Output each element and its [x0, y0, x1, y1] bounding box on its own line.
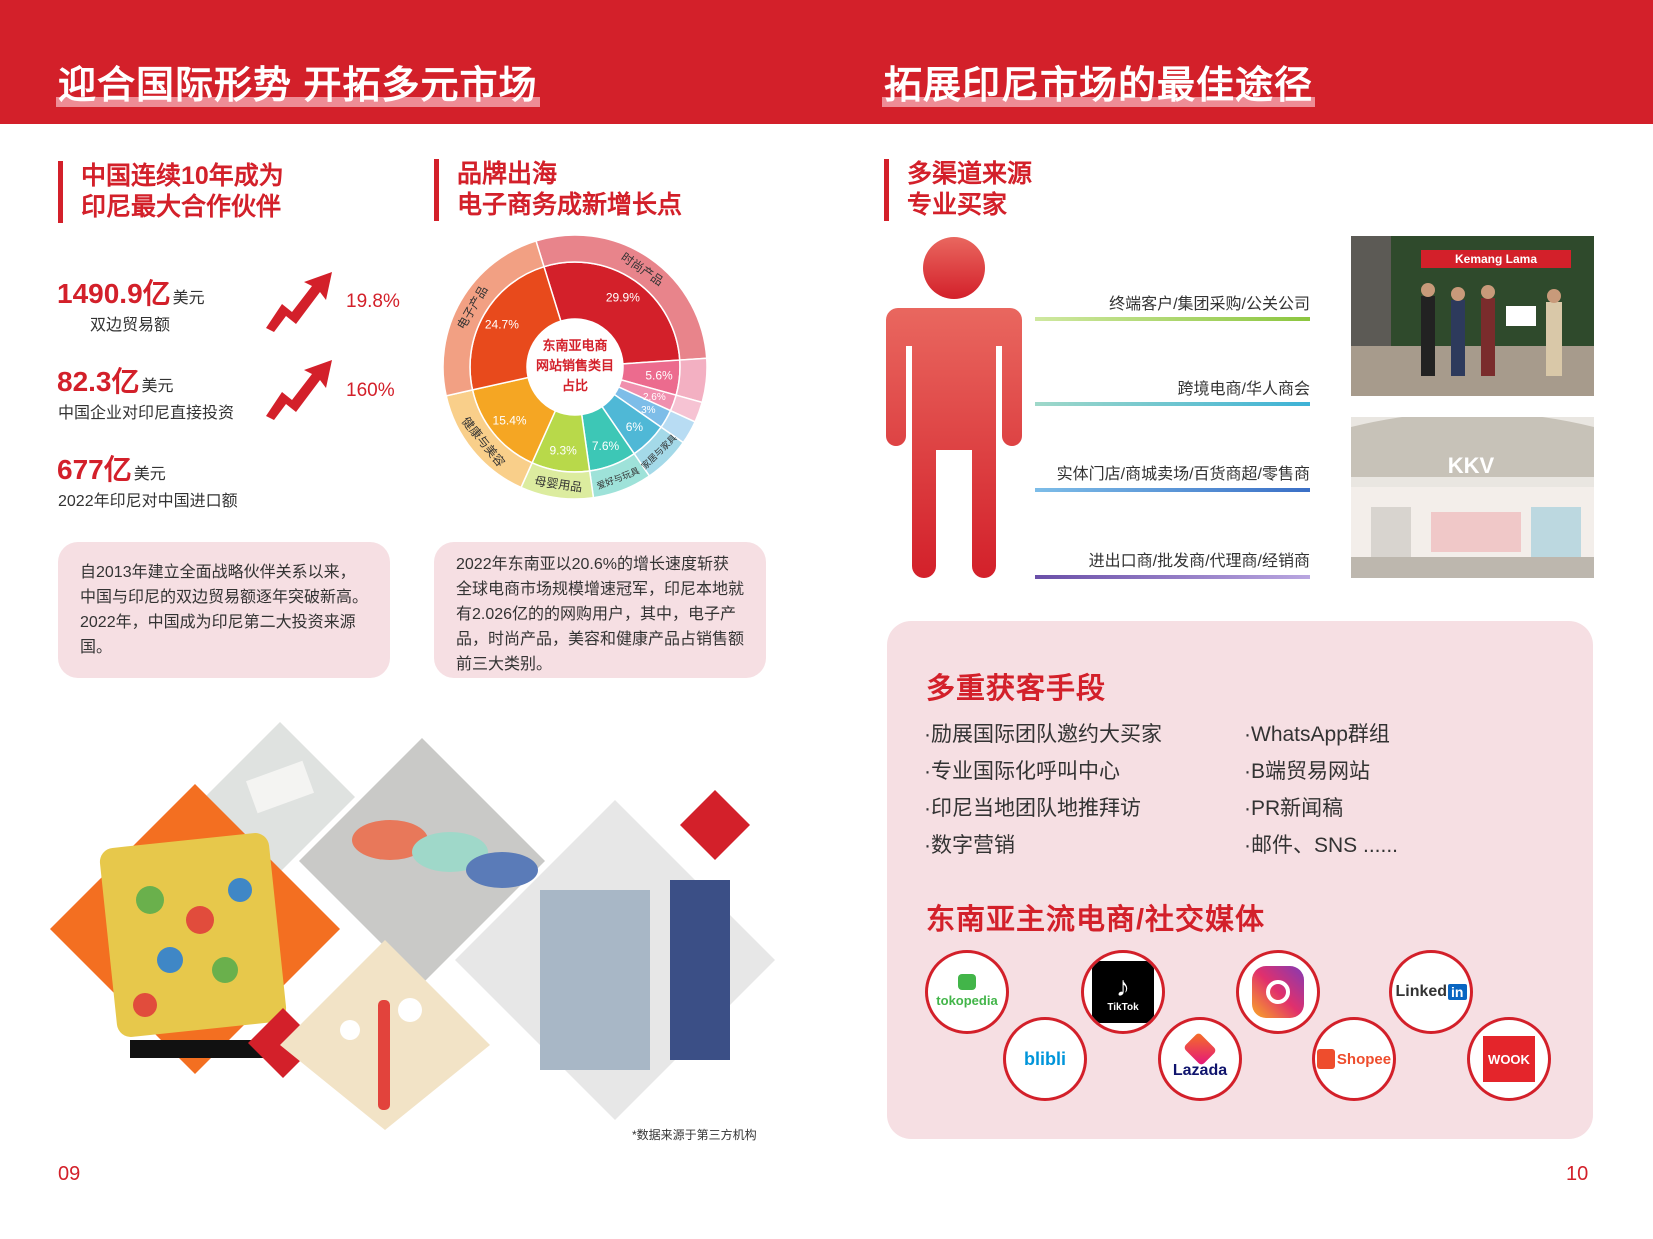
instagram-logo-icon [1236, 950, 1320, 1034]
stat-import-label: 2022年印尼对中国进口额 [58, 493, 238, 510]
pie-value-label: 6% [626, 420, 644, 434]
pie-value-label: 5.6% [645, 369, 673, 383]
chart-center [527, 319, 623, 415]
channel-label: 终端客户/集团采购/公关公司 [1109, 296, 1310, 313]
shopee-logo-icon: Shopee [1312, 1017, 1396, 1101]
svg-text:Kemang Lama: Kemang Lama [1455, 252, 1537, 266]
channel-line [1035, 488, 1310, 492]
pie-slice-outer-band [442, 239, 545, 397]
stat-import-value: 677亿美元 [57, 454, 166, 485]
stat-trade-value: 1490.9亿美元 [57, 278, 205, 309]
pie-value-label: 9.3% [549, 444, 577, 458]
stat-investment-label: 中国企业对印尼直接投资 [58, 405, 235, 422]
method-item: ·印尼当地团队地推拜访 [924, 797, 1141, 820]
method-item: ·专业国际化呼叫中心 [924, 760, 1120, 783]
decor-diamond [680, 790, 750, 860]
method-item: ·邮件、SNS ...... [1244, 834, 1399, 857]
method-item: ·数字营销 [924, 834, 1015, 857]
stat-investment-value: 82.3亿美元 [57, 366, 174, 397]
pie-value-label: 3% [641, 405, 656, 416]
pie-value-label: 7.6% [592, 439, 620, 453]
ecommerce-note: 2022年东南亚以20.6%的增长速度斩获全球电商市场规模增速冠军，印尼本地就有… [434, 542, 766, 678]
section-heading-buyers: 多渠道来源 专业买家 [884, 159, 1032, 221]
growth-arrow-icon [266, 272, 332, 332]
blibli-logo-icon: blibli [1003, 1017, 1087, 1101]
lazada-logo-icon: Lazada [1158, 1017, 1242, 1101]
stat-investment-change: 160% [346, 380, 395, 401]
tokopedia-logo-icon: tokopedia [925, 950, 1009, 1034]
page-number-right: 10 [1566, 1163, 1589, 1185]
channel-label: 实体门店/商城卖场/百货商超/零售商 [1056, 466, 1310, 483]
pie-category-label: 母婴用品 [534, 474, 584, 495]
trade-note: 自2013年建立全面战略伙伴关系以来，中国与印尼的双边贸易额逐年突破新高。202… [58, 542, 390, 678]
svg-text:KKV: KKV [1448, 453, 1495, 478]
channel-line [1035, 575, 1310, 579]
chart-title-line-2: 网站销售类目 [536, 358, 614, 373]
data-source-note: *数据来源于第三方机构 [632, 1128, 757, 1142]
channel-line [1035, 317, 1310, 321]
channel-label: 跨境电商/华人商会 [1177, 381, 1310, 398]
channel-line [1035, 402, 1310, 406]
wook-logo-icon: WOOK [1467, 1017, 1551, 1101]
pie-value-label: 24.7% [485, 318, 519, 332]
right-page-title: 拓展印尼市场的最佳途径 [882, 65, 1316, 107]
growth-arrow-icon [266, 360, 332, 420]
section-heading-ecommerce: 品牌出海 电子商务成新增长点 [434, 159, 682, 221]
method-item: ·励展国际团队邀约大买家 [924, 723, 1162, 746]
page-number-left: 09 [58, 1163, 81, 1185]
channel-label: 进出口商/批发商/代理商/经销商 [1088, 553, 1310, 570]
method-item: ·WhatsApp群组 [1244, 723, 1390, 746]
method-item: ·PR新闻稿 [1244, 797, 1344, 820]
buyer-figure-icon [886, 237, 1022, 578]
left-page-title: 迎合国际形势 开拓多元市场 [56, 65, 540, 107]
chart-title-line-1: 东南亚电商 [542, 338, 607, 353]
pie-value-label: 2.6% [643, 392, 666, 403]
store-photo: KKV [1351, 417, 1594, 578]
category-share-chart: 29.9%时尚产品5.6%2.6%3%6%家居与家具7.6%爱好与玩具9.3%母… [442, 234, 708, 500]
platforms-title: 东南亚主流电商/社交媒体 [926, 904, 1266, 936]
tiktok-logo-icon: ♪ TikTok [1081, 950, 1165, 1034]
pie-value-label: 15.4% [493, 413, 527, 427]
stat-trade-change: 19.8% [346, 291, 400, 312]
acquisition-title: 多重获客手段 [926, 673, 1107, 705]
chart-title-line-3: 占比 [562, 378, 588, 393]
section-heading-partner: 中国连续10年成为 印尼最大合作伙伴 [58, 161, 284, 223]
method-item: ·B端贸易网站 [1244, 760, 1370, 783]
stat-trade-label: 双边贸易额 [90, 317, 171, 334]
event-photo: Kemang Lama [1351, 236, 1594, 396]
product-collage [50, 722, 775, 1130]
pie-value-label: 29.9% [606, 290, 640, 304]
